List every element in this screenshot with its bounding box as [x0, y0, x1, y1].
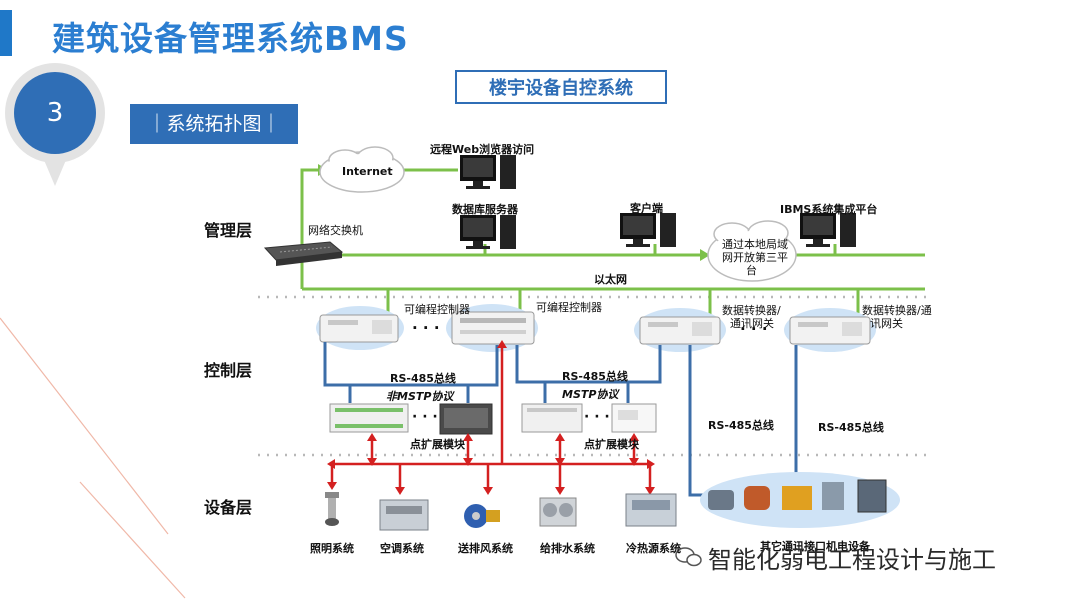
water-label: 给排水系统: [540, 542, 595, 555]
db-server-label: 数据库服务器: [452, 203, 518, 216]
plc-dots: · · ·: [412, 319, 440, 337]
rs485-label-4: RS-485总线: [818, 421, 884, 434]
management-layer-label: 管理层: [204, 221, 253, 240]
expansion-module-2-icon: [439, 403, 493, 435]
ext-dots-1: · · ·: [412, 409, 438, 425]
rs485-label-1: RS-485总线: [390, 372, 456, 385]
chiller-device-icon: [625, 493, 677, 527]
client-label: 客户端: [630, 202, 663, 215]
rs485-label-2: RS-485总线: [562, 370, 628, 383]
hvac-device-icon: [379, 499, 429, 531]
other-equipment-label: 其它通讯接口机电设备: [760, 540, 870, 553]
cooling-label: 冷热源系统: [626, 542, 681, 555]
device-layer-label: 设备层: [204, 498, 253, 517]
lan-cloud-icon: [707, 220, 797, 282]
system-title: 楼宇设备自控系统: [455, 70, 667, 104]
section-number-badge: 3: [14, 72, 96, 154]
gateway2-label-line1: 数据转换器/通: [862, 304, 932, 317]
third-party-label-line3: 台: [746, 264, 757, 277]
plc1-label: 可编程控制器: [404, 303, 470, 316]
expansion-module-4-icon: [611, 403, 657, 433]
third-party-label-line2: 网开放第三平: [722, 251, 788, 264]
fan-label: 送排风系统: [458, 542, 513, 555]
lighting-label: 照明系统: [310, 542, 354, 555]
title-accent-bar: [0, 10, 12, 56]
switch-label: 网络交换机: [308, 224, 363, 237]
rs485-bus-lines: [323, 342, 798, 497]
expansion-module-1-icon: [329, 403, 409, 433]
computer-icon-client: [620, 213, 676, 247]
ext-module-label-2: 点扩展模块: [584, 438, 639, 451]
other-equipment-icon: [700, 472, 900, 528]
gateway1-label-line2: 通讯网关: [730, 317, 774, 330]
wechat-icon: [675, 547, 702, 567]
io-arrowheads: [327, 340, 655, 495]
section-label: ｜系统拓扑图｜: [130, 104, 298, 144]
rs485-label-3: RS-485总线: [708, 419, 774, 432]
controller-plc2-icon: [446, 304, 538, 352]
internet-cloud-icon: [319, 146, 405, 193]
remote-web-label: 远程Web浏览器访问: [430, 143, 535, 156]
fan-device-icon: [464, 504, 500, 528]
water-pump-device-icon: [539, 497, 577, 527]
controller-plc1-icon: [316, 306, 404, 350]
gateway-2-icon: [784, 308, 876, 352]
ext-dots-2: · · ·: [584, 409, 610, 425]
watermark-text: 智能化弱电工程设计与施工: [708, 546, 996, 574]
gateway-1-icon: [634, 308, 726, 352]
decor-line-1: [0, 317, 169, 535]
ethernet-label: 以太网: [594, 273, 627, 286]
ibms-label: IBMS系统集成平台: [780, 203, 878, 216]
gateway2-label-line2: 讯网关: [870, 317, 903, 330]
decor-line-2: [79, 481, 186, 599]
ethernet-lines: [300, 168, 925, 320]
lighting-device-icon: [325, 492, 339, 526]
non-mstp-label: 非MSTP协议: [386, 390, 454, 403]
badge-tail: [44, 160, 66, 186]
gateway-dots: · · ·: [740, 320, 768, 338]
computer-icon-ibms: [800, 213, 856, 247]
plc2-label: 可编程控制器: [536, 301, 602, 314]
expansion-module-3-icon: [521, 403, 583, 433]
mstp-label: MSTP协议: [562, 388, 619, 401]
computer-icon-db: [460, 215, 516, 249]
network-switch-icon: [263, 241, 344, 266]
page-title: 建筑设备管理系统BMS: [52, 19, 409, 58]
control-layer-label: 控制层: [204, 361, 253, 380]
ext-module-label-1: 点扩展模块: [410, 438, 465, 451]
hvac-label: 空调系统: [380, 542, 424, 555]
computer-icon-remote: [460, 155, 516, 189]
gateway1-label-line1: 数据转换器/: [722, 304, 781, 317]
third-party-label-line1: 通过本地局域: [722, 238, 788, 251]
internet-label: Internet: [342, 165, 393, 178]
